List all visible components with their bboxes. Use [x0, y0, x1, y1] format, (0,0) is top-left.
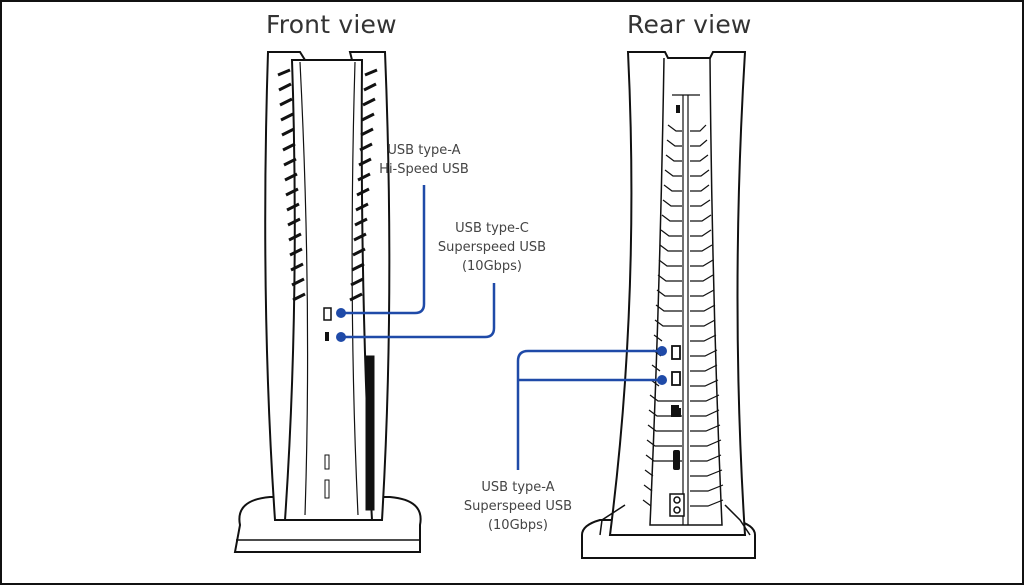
callout-label-front-usb-a: USB type-A Hi-Speed USB: [379, 143, 469, 177]
front-vent-stripes: [277, 68, 378, 302]
ethernet-port: [671, 405, 681, 417]
disc-slot: [365, 355, 375, 511]
rear-usb-a-port-1: [671, 345, 681, 360]
hdmi-port: [673, 450, 680, 470]
callout-label-front-usb-c: USB type-C Superspeed USB (10Gbps): [437, 221, 547, 274]
front-button-1: [324, 454, 330, 470]
callout-label-rear-usb-a: USB type-A Superspeed USB (10Gbps): [463, 480, 573, 533]
power-port: [669, 493, 685, 517]
callout-dot-front-usb-a: [336, 308, 346, 318]
rear-inner-panel: [649, 57, 723, 526]
rear-usb-a-port-2: [671, 371, 681, 386]
front-usb-a-port: [323, 307, 332, 321]
callout-front-usb-a-line: [341, 185, 426, 315]
front-button-2: [324, 479, 330, 499]
callout-lines: [341, 185, 662, 470]
rear-view-title: Rear view: [627, 10, 752, 39]
callout-rear-usb-a-line: [516, 349, 662, 470]
front-console: [233, 51, 422, 553]
front-view-title: Front view: [266, 10, 397, 39]
front-center-body: [283, 59, 374, 521]
callout-dots: [336, 308, 667, 385]
rear-console: [581, 51, 756, 559]
front-usb-c-port: [325, 332, 329, 341]
callout-dot-rear-usb-a-1: [657, 346, 667, 356]
callout-dot-front-usb-c: [336, 332, 346, 342]
callout-dot-rear-usb-a-2: [657, 375, 667, 385]
rear-top-slot: [676, 105, 680, 113]
rear-vent-fins: [642, 124, 724, 507]
callout-front-usb-c-line: [341, 283, 496, 339]
